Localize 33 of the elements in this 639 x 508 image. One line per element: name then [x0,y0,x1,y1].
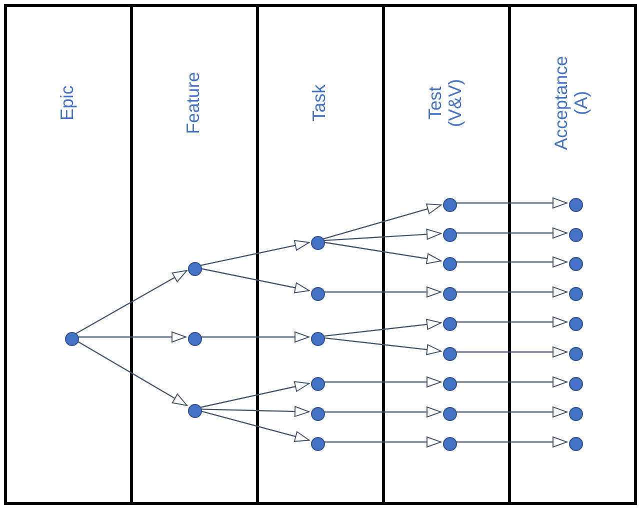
arrow [200,406,310,417]
arrow [200,332,310,342]
arrow [455,376,568,388]
arrow [76,340,188,406]
arrow [200,240,310,266]
arrow [322,228,442,242]
swimlane [4,4,132,504]
arrow [200,268,310,294]
arrow [322,318,442,337]
lane-header: Test (V&V) [426,78,466,129]
arrow [323,286,442,298]
arrow [323,376,442,388]
arrow [455,256,568,268]
arrow [323,436,442,448]
lane-header: Task [310,83,330,124]
arrow [76,270,188,334]
arrow [455,286,568,298]
lane-header: Feature [184,70,204,136]
arrow [323,406,442,418]
arrow [455,346,568,358]
lane-header: Epic [58,84,78,122]
arrow [455,316,568,328]
arrow [455,406,568,418]
arrow [77,332,186,342]
arrow [200,410,310,442]
arrow [200,381,310,408]
arrow [322,204,442,240]
lane-header: Acceptance (A) [552,54,592,152]
arrow [322,242,442,264]
arrow [455,436,568,448]
arrow [455,198,568,208]
arrow [322,337,442,356]
arrow [455,228,568,238]
